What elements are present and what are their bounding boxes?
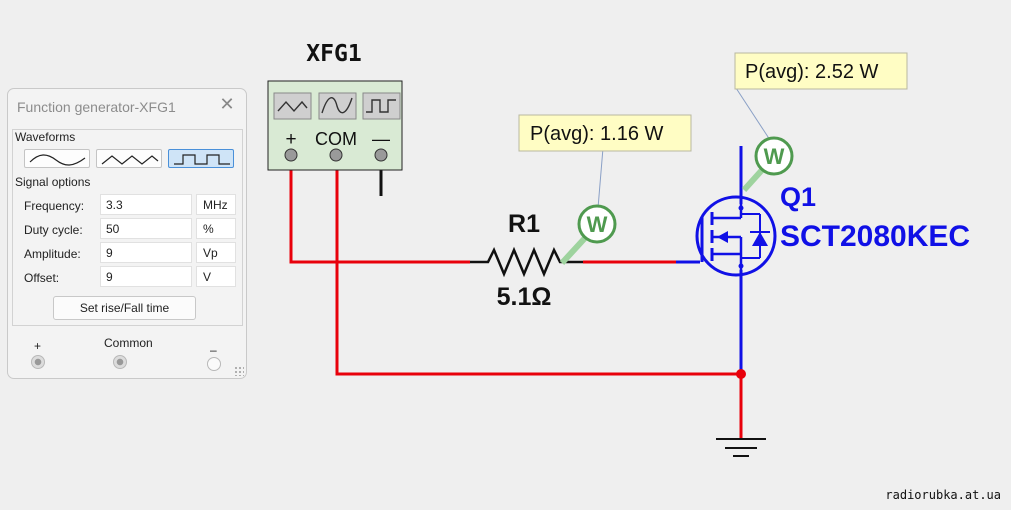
probe-r1-wattmeter-icon[interactable]: W — [577, 204, 617, 244]
offset-unit-select[interactable]: V — [196, 266, 236, 287]
mosfet-q1[interactable] — [695, 195, 777, 277]
amplitude-input[interactable]: 9 — [100, 242, 192, 263]
generator-ref: XFG1 — [306, 41, 361, 67]
plus-terminal-label: + — [34, 339, 42, 353]
resistor-r1[interactable] — [470, 246, 583, 278]
duty-cycle-input[interactable]: 50 — [100, 218, 192, 239]
probe-r1-leader — [597, 147, 604, 209]
common-terminal-label: Common — [104, 336, 153, 350]
probe-q1-leader — [735, 87, 771, 141]
generator-minus-label: — — [372, 129, 390, 149]
probe-r1-symbol: W — [587, 212, 608, 237]
generator-square-icon — [362, 92, 401, 120]
probe-q1-stem — [741, 167, 765, 193]
offset-input[interactable]: 9 — [100, 266, 192, 287]
panel-title: Function generator-XFG1 — [17, 99, 176, 115]
frequency-input[interactable]: 3.3 — [100, 194, 192, 215]
frequency-unit-select[interactable]: MHz — [196, 194, 236, 215]
set-rise-fall-time-button[interactable]: Set rise/Fall time — [53, 296, 196, 320]
probe-q1-reading: P(avg): 2.52 W — [745, 61, 879, 83]
transistor-ref: Q1 — [780, 182, 816, 212]
wire-group-red — [289, 162, 743, 438]
plus-terminal-connector[interactable] — [31, 355, 45, 369]
probe-r1-tooltip: P(avg): 1.16 W — [518, 114, 692, 152]
watermark: radiorubka.at.ua — [885, 488, 1001, 502]
generator-sine-icon — [273, 92, 312, 120]
triangle-wave-icon — [101, 155, 159, 165]
generator-com-terminal[interactable] — [329, 148, 343, 162]
sine-wave-icon — [29, 154, 86, 166]
wire-plus-to-r1 — [289, 162, 470, 264]
transistor-model: SCT2080KEC — [780, 220, 970, 253]
probe-r1-reading: P(avg): 1.16 W — [530, 123, 664, 145]
common-terminal-connector[interactable] — [113, 355, 127, 369]
amplitude-label: Amplitude: — [24, 247, 81, 261]
probe-r1-stem — [559, 235, 588, 266]
offset-label: Offset: — [24, 271, 60, 285]
resize-grip-icon[interactable] — [234, 366, 244, 376]
sine-wave-button[interactable] — [24, 149, 90, 168]
function-generator-panel: Function generator-XFG1 ✕ Waveforms Sign… — [7, 88, 247, 379]
generator-plus-terminal[interactable] — [284, 148, 298, 162]
close-icon[interactable]: ✕ — [219, 94, 235, 114]
generator-minus-terminal[interactable] — [374, 148, 388, 162]
minus-terminal-label: – — [210, 343, 217, 357]
wire-com-to-source — [335, 162, 741, 376]
generator-triangle-icon — [318, 92, 357, 120]
junction-node — [736, 369, 746, 379]
waveforms-label: Waveforms — [15, 130, 76, 144]
probe-q1-tooltip: P(avg): 2.52 W — [734, 52, 908, 90]
frequency-label: Frequency: — [24, 199, 85, 213]
square-wave-icon — [174, 154, 230, 165]
signal-options-label: Signal options — [15, 175, 91, 189]
square-wave-button[interactable] — [168, 149, 234, 168]
generator-plus-label: + — [285, 129, 296, 150]
duty-cycle-unit[interactable]: % — [196, 218, 236, 239]
probe-q1-symbol: W — [764, 144, 785, 169]
amplitude-unit-select[interactable]: Vp — [196, 242, 236, 263]
triangle-wave-button[interactable] — [96, 149, 162, 168]
ground-symbol — [716, 438, 766, 457]
probe-q1-wattmeter-icon[interactable]: W — [754, 136, 794, 176]
generator-com-label: COM — [315, 129, 357, 149]
resistor-value: 5.1Ω — [497, 283, 552, 311]
wire-group-blue — [676, 146, 743, 374]
duty-cycle-label: Duty cycle: — [24, 223, 83, 237]
resistor-ref: R1 — [508, 210, 540, 238]
function-generator-instrument[interactable]: + COM — — [267, 80, 403, 171]
minus-terminal-connector[interactable] — [207, 357, 221, 371]
